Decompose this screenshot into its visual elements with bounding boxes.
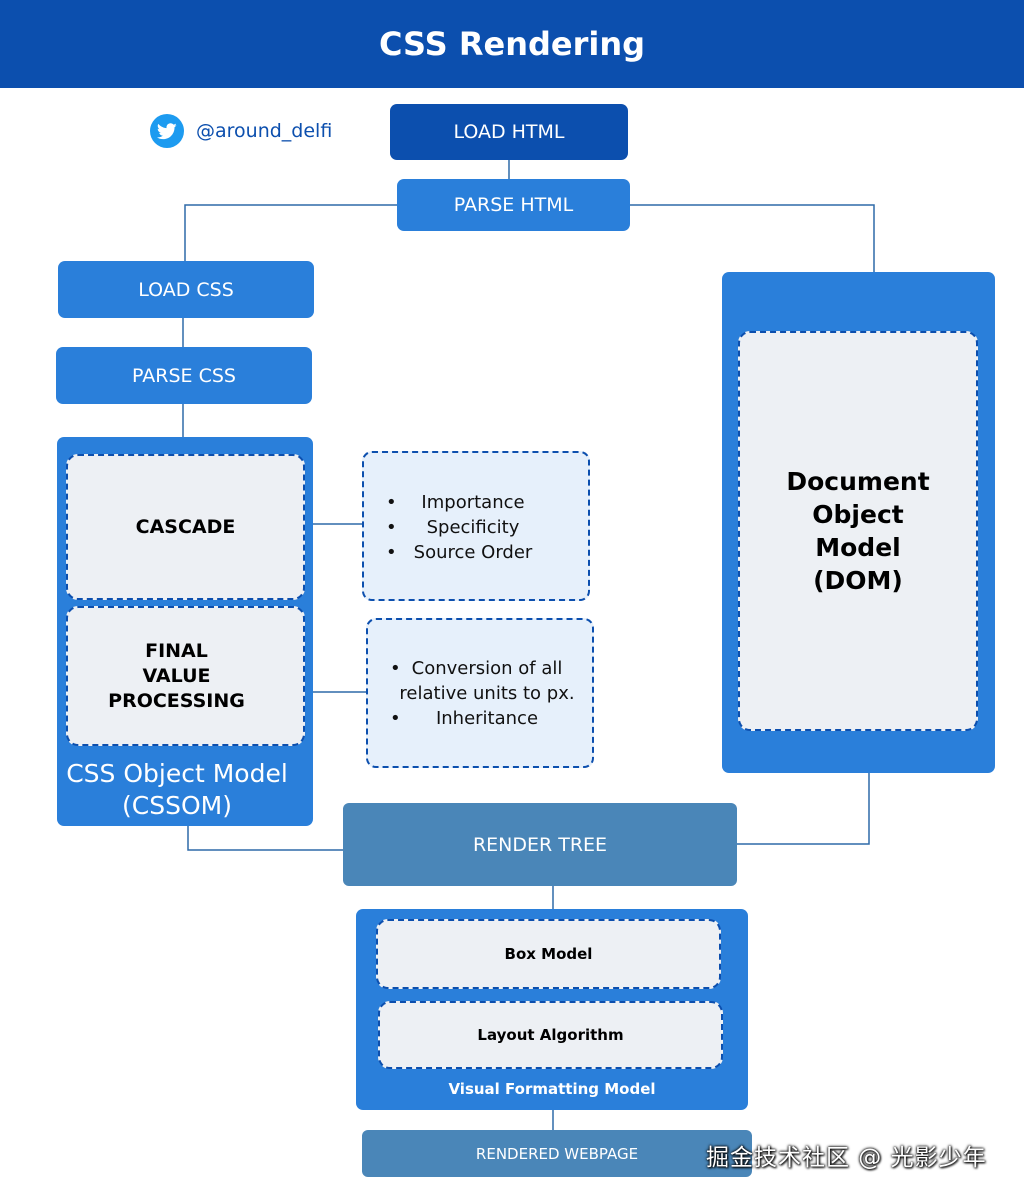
connector-parse-html-to-load-css [184,204,398,262]
final-value-line-3: PROCESSING [108,689,245,712]
visual-formatting-caption-text: Visual Formatting Model [448,1080,656,1098]
final-value-note-item: • Inheritance [390,706,584,731]
connector-parse-html-to-dom [630,204,875,272]
final-value-line-2: VALUE [142,664,211,687]
final-value-note-text: Conversion of all [411,658,563,679]
layout-algorithm-label: Layout Algorithm [477,1026,624,1044]
dom-panel: Document Object Model (DOM) [738,331,978,731]
parse-css-label: PARSE CSS [132,364,236,387]
cascade-note-text: Importance [421,492,525,513]
cascade-panel: CASCADE [66,454,305,600]
cascade-notes: • Importance • Specificity • Source Orde… [362,451,590,601]
parse-html-step: PARSE HTML [397,179,630,231]
bullet-icon: • [390,708,401,729]
watermark: 掘金技术社区 @ 光影少年 [706,1145,987,1171]
visual-formatting-caption: Visual Formatting Model [356,1080,748,1098]
connector-dom-to-render-tree [737,773,870,845]
final-value-panel: FINAL VALUE PROCESSING [66,606,305,746]
cssom-caption: CSS Object Model (CSSOM) [57,758,297,822]
dom-line-3: Model [815,533,901,562]
twitter-attribution: @around_delfi [150,114,332,148]
layout-algorithm-panel: Layout Algorithm [378,1001,723,1069]
cascade-note-item: • Importance [386,490,560,515]
bullet-icon: • [386,517,397,538]
dom-line-2: Object [812,500,904,529]
rendered-webpage-label: RENDERED WEBPAGE [475,1144,639,1163]
final-value-note-text: relative units to px. [399,683,575,704]
page-title: CSS Rendering [378,25,646,63]
final-value-notes: • Conversion of all relative units to px… [366,618,594,768]
twitter-handle[interactable]: @around_delfi [196,120,333,142]
cssom-caption-line-1: CSS Object Model [66,759,288,788]
final-value-note-text: Inheritance [435,708,539,729]
render-tree-step: RENDER TREE [343,803,737,886]
box-model-label: Box Model [504,945,593,963]
bullet-icon: • [386,542,397,563]
cascade-note-text: Specificity [426,517,520,538]
final-value-note-item: • Conversion of all relative units to px… [390,656,584,706]
render-tree-label: RENDER TREE [472,833,608,856]
load-html-step: LOAD HTML [390,104,628,160]
cascade-note-item: • Specificity [386,515,560,540]
final-value-line-1: FINAL [145,639,208,662]
parse-html-label: PARSE HTML [453,194,574,216]
cascade-note-item: • Source Order [386,540,560,565]
box-model-panel: Box Model [376,919,721,989]
rendered-webpage-step: RENDERED WEBPAGE [362,1130,752,1177]
load-html-label: LOAD HTML [453,121,565,143]
bullet-icon: • [386,492,397,513]
bullet-icon: • [390,658,401,679]
load-css-step: LOAD CSS [58,261,314,318]
cssom-caption-line-2: (CSSOM) [122,791,232,820]
dom-line-4: (DOM) [813,566,903,595]
dom-line-1: Document [786,467,930,496]
cascade-note-text: Source Order [413,542,533,563]
header-bar: CSS Rendering [0,0,1024,88]
parse-css-step: PARSE CSS [56,347,312,404]
cascade-label: CASCADE [135,516,236,538]
load-css-label: LOAD CSS [138,278,234,301]
connector-cssom-to-render-tree [187,826,344,851]
twitter-bird-icon [150,114,184,148]
